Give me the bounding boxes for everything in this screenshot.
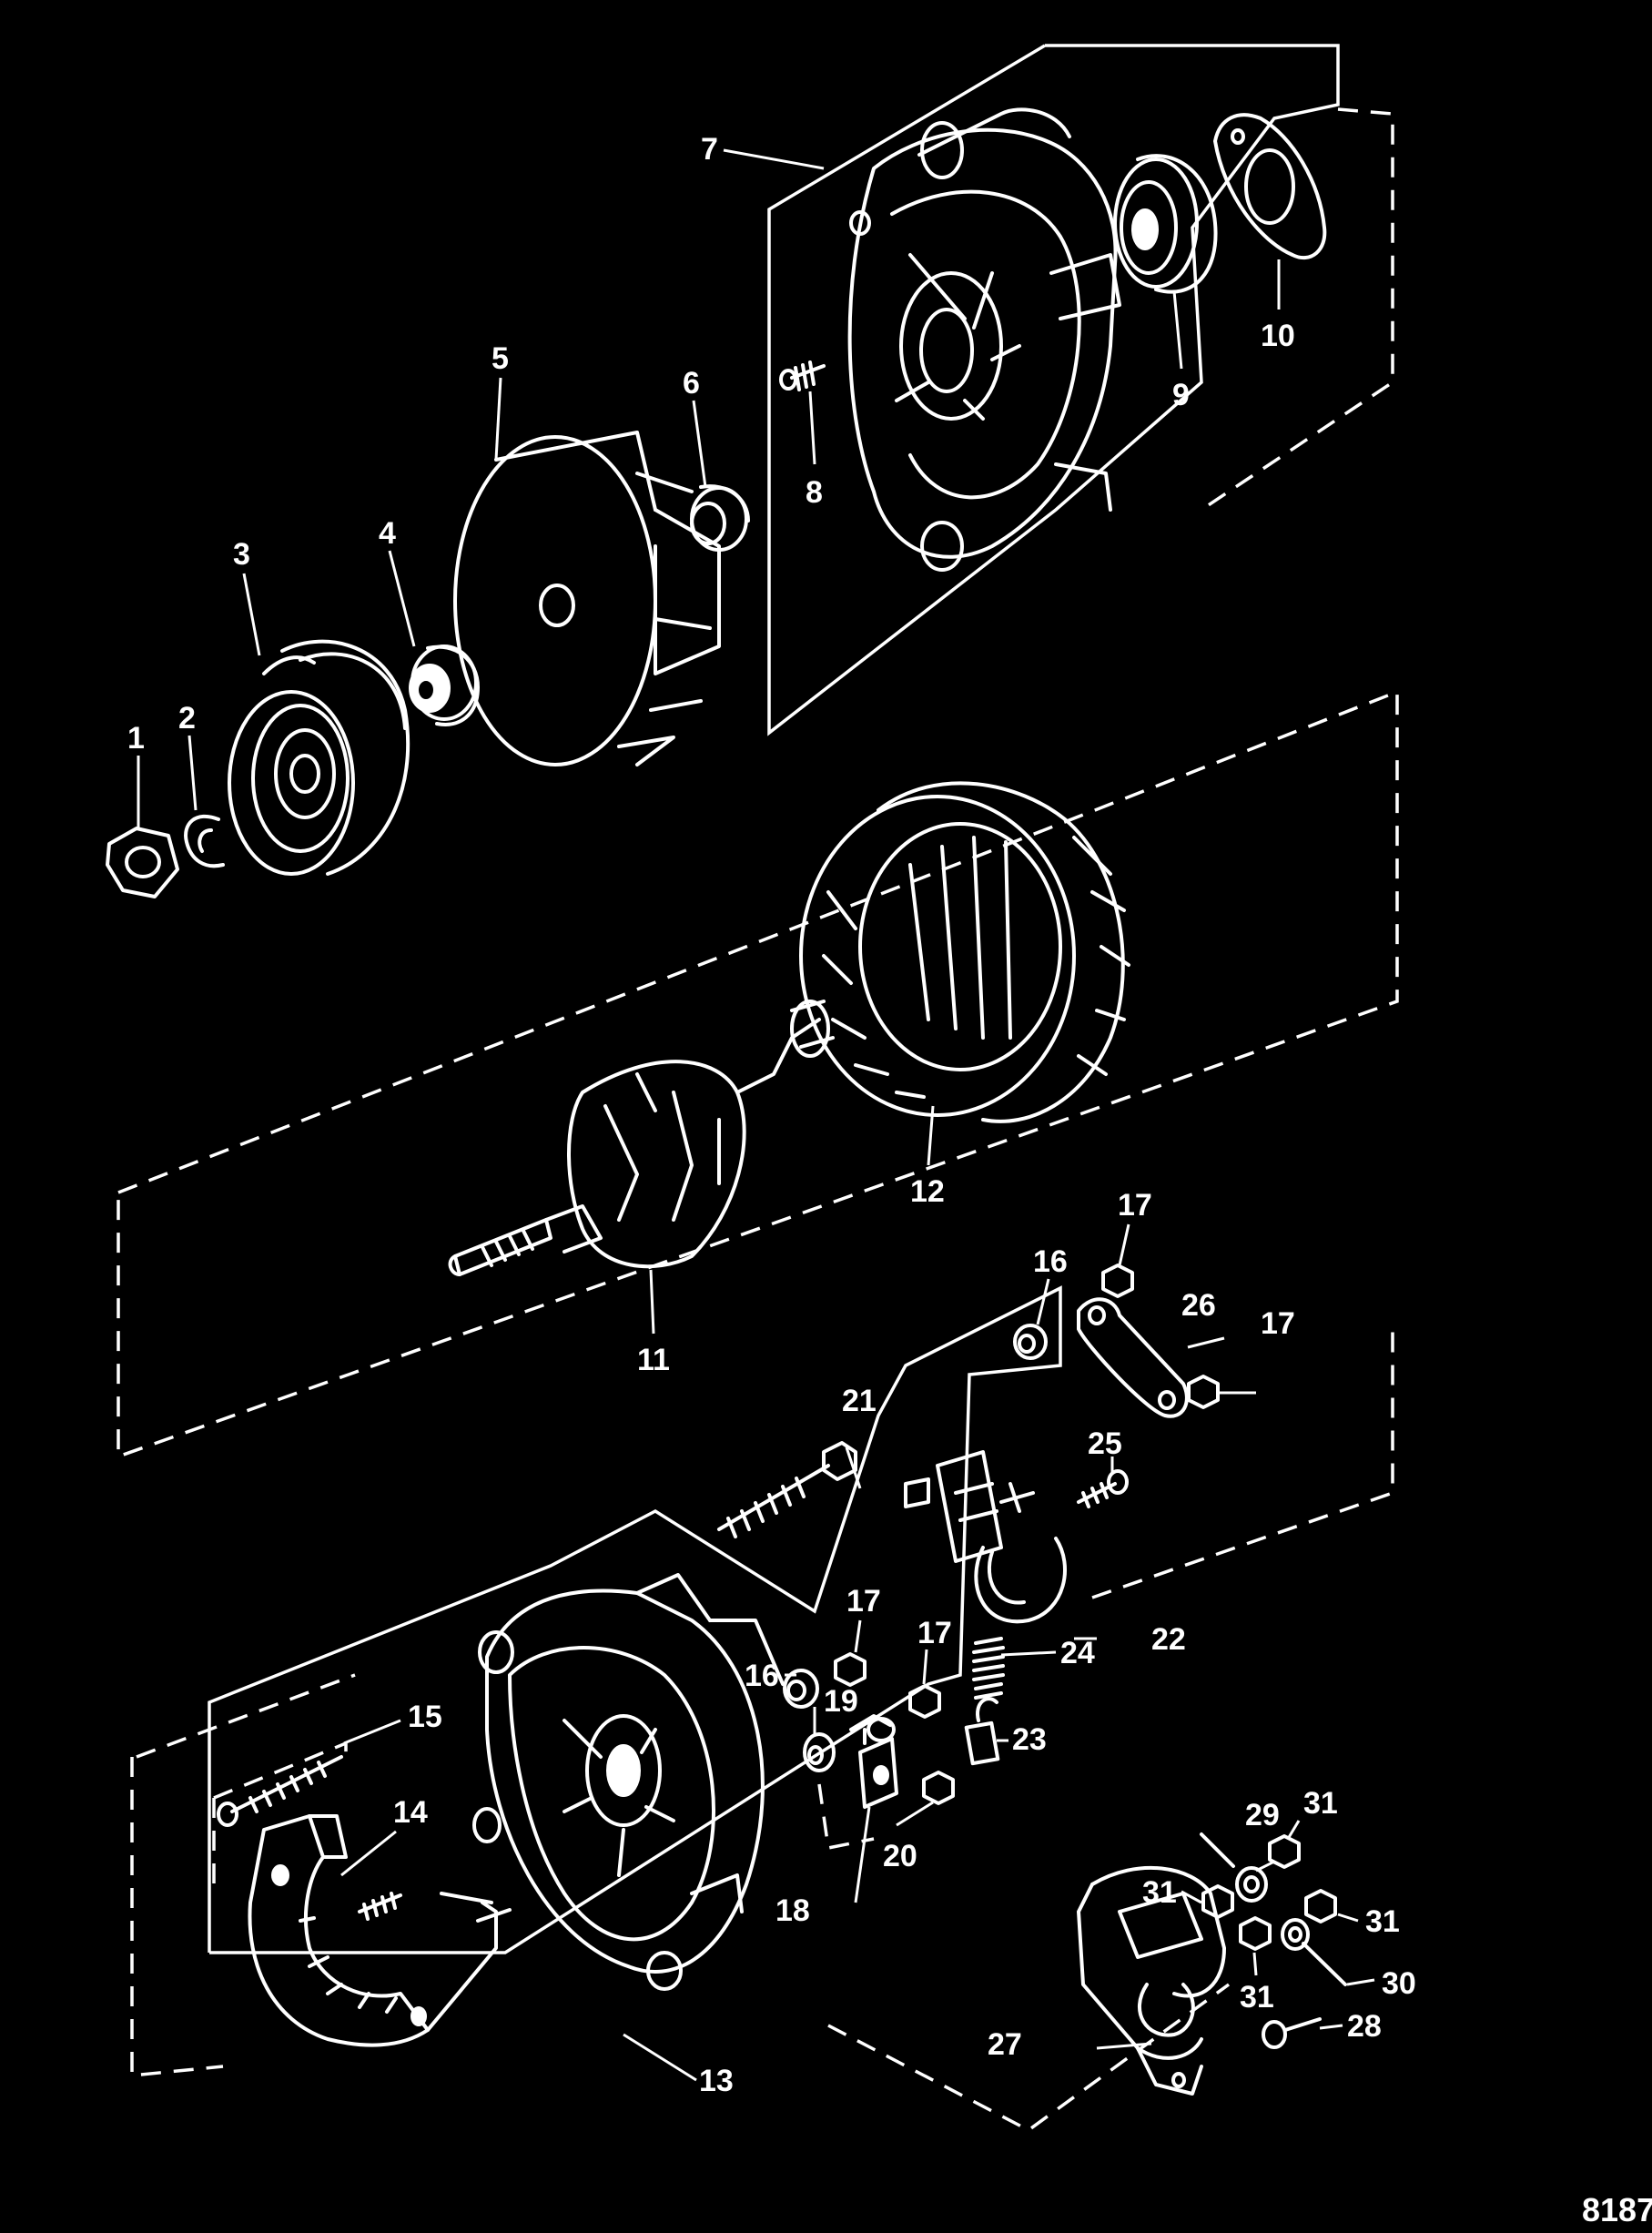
part-20-nut xyxy=(922,1771,955,1805)
callout-28: 28 xyxy=(1347,2009,1382,2044)
part-23-brush xyxy=(964,1697,1000,1766)
callout-29: 29 xyxy=(1245,1798,1280,1832)
callout-7: 7 xyxy=(701,132,718,167)
part-10-retainer-plate xyxy=(1213,113,1327,260)
part-7-drive-end-frame xyxy=(847,107,1121,572)
part-4-spacer xyxy=(409,645,480,726)
callout-26: 26 xyxy=(1181,1288,1216,1323)
part-5-fan xyxy=(453,431,721,766)
group-frames xyxy=(117,44,1399,2133)
figure-number: 8187 xyxy=(1582,2191,1652,2228)
callout-31-left: 31 xyxy=(1142,1875,1177,1910)
part-24-spring xyxy=(972,1637,1005,1700)
part-18-terminal-bracket xyxy=(858,1728,898,1809)
callout-3: 3 xyxy=(233,537,250,572)
part-28-screw xyxy=(1262,2017,1322,2049)
part-22-regulator xyxy=(904,1450,1067,1624)
part-27-terminal-cover xyxy=(1077,1865,1226,2096)
callout-17: 17 xyxy=(1118,1188,1152,1223)
callout-2: 2 xyxy=(178,701,196,736)
part-29-washer xyxy=(1235,1866,1268,1903)
part-26-connector-strap xyxy=(1077,1297,1189,1418)
callout-17-lower-a: 17 xyxy=(846,1584,881,1619)
callout-12: 12 xyxy=(910,1174,945,1209)
part-30-wire-lead xyxy=(1200,1832,1347,1986)
callout-14: 14 xyxy=(393,1795,428,1830)
part-14-heat-shield xyxy=(248,1814,512,2047)
callout-23: 23 xyxy=(1012,1722,1047,1757)
part-11-rotor xyxy=(448,1000,835,1276)
callout-19: 19 xyxy=(824,1684,858,1719)
callout-17-right: 17 xyxy=(1261,1306,1295,1341)
part-17-nuts xyxy=(834,1264,1220,1719)
callout-17-lower-b: 17 xyxy=(917,1616,952,1650)
part-25-screw xyxy=(1077,1469,1129,1508)
callout-24: 24 xyxy=(1060,1636,1095,1670)
callout-18: 18 xyxy=(775,1893,810,1928)
part-16-insulator-upper xyxy=(1013,1324,1048,1360)
callout-31: 31 xyxy=(1303,1786,1338,1821)
leader-lines xyxy=(137,148,1375,2082)
part-12-stator xyxy=(799,781,1130,1123)
callout-16-lower: 16 xyxy=(745,1659,779,1693)
callout-13: 13 xyxy=(699,2064,734,2098)
callout-31-right: 31 xyxy=(1365,1904,1400,1939)
part-19-terminal xyxy=(803,1714,896,1772)
callout-labels: 1 2 3 4 5 6 7 8 9 10 11 12 13 14 15 16 1… xyxy=(127,132,1652,2228)
callout-8: 8 xyxy=(806,475,823,510)
part-13-slip-ring-end-frame xyxy=(472,1573,785,1991)
part-1-nut xyxy=(106,827,179,898)
callout-31-bottom: 31 xyxy=(1240,1980,1274,2015)
part-8-screw xyxy=(779,360,826,391)
callout-4: 4 xyxy=(379,516,396,551)
callout-15: 15 xyxy=(408,1700,442,1734)
part-16-insulator-lower xyxy=(783,1669,819,1709)
callout-16: 16 xyxy=(1033,1244,1068,1279)
callout-22: 22 xyxy=(1151,1622,1186,1657)
part-21-bolt xyxy=(717,1441,857,1538)
callout-1: 1 xyxy=(127,721,145,756)
part-3-pulley xyxy=(228,639,410,876)
callout-10: 10 xyxy=(1261,319,1295,353)
callout-27: 27 xyxy=(988,2027,1022,2062)
callout-30: 30 xyxy=(1382,1966,1416,2001)
part-31-nuts xyxy=(1201,1834,1337,1951)
callout-20: 20 xyxy=(883,1839,917,1873)
part-6-spacer xyxy=(690,484,750,552)
callout-6: 6 xyxy=(683,366,700,401)
callout-9: 9 xyxy=(1172,378,1190,412)
part-9-bearing xyxy=(1113,154,1218,294)
callout-21: 21 xyxy=(842,1384,877,1418)
callout-5: 5 xyxy=(492,341,509,376)
callout-11: 11 xyxy=(637,1343,670,1377)
part-2-snap-ring xyxy=(184,814,225,868)
part-15-long-screw xyxy=(217,1755,343,1827)
callout-25: 25 xyxy=(1088,1426,1122,1461)
